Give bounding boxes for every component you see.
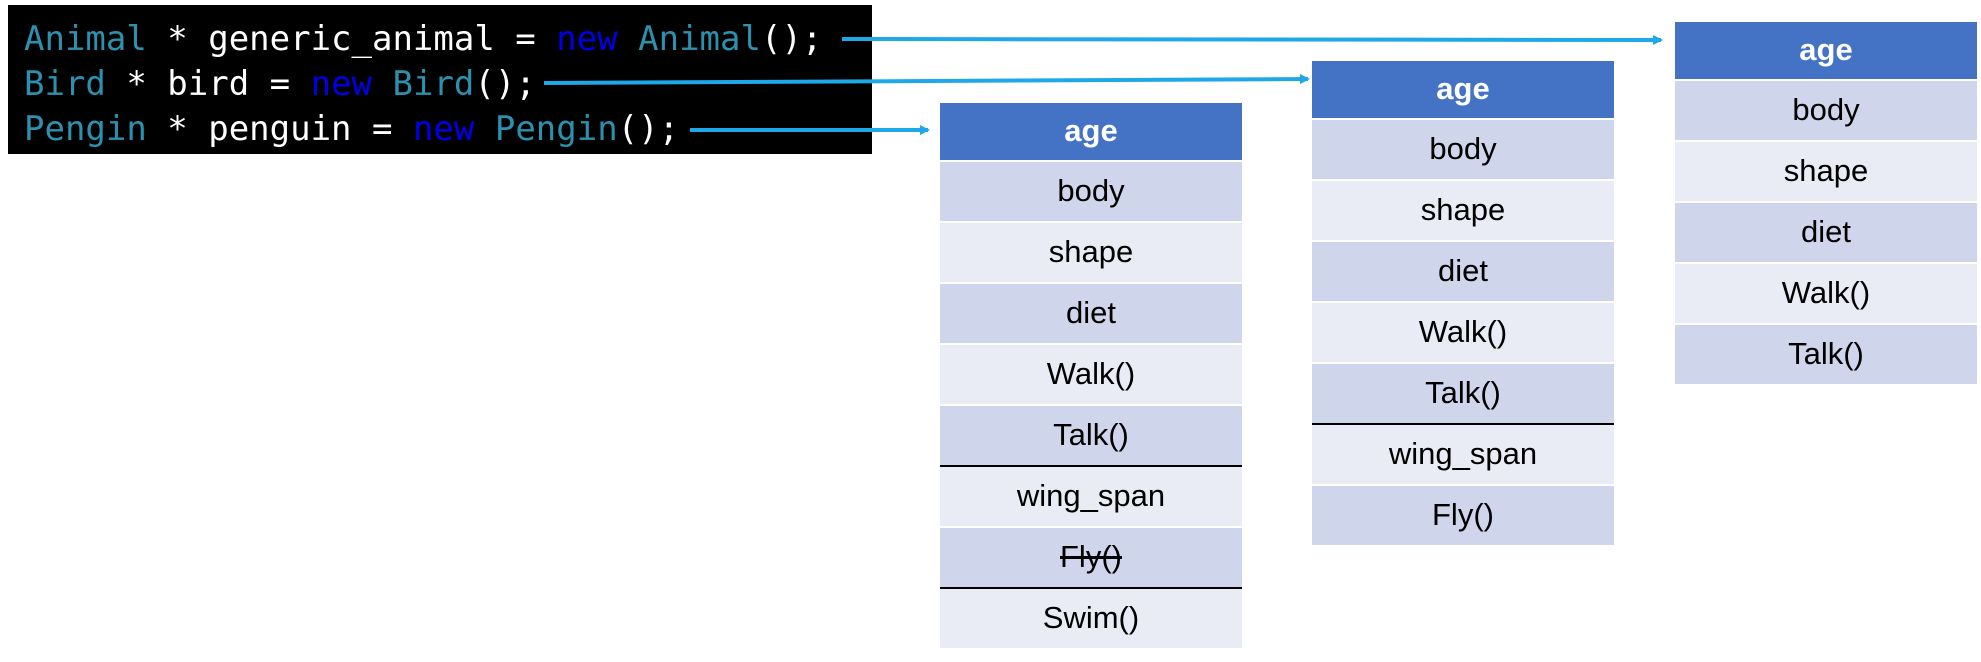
penguin-memory-table: age body shape diet Walk() Talk() wing_s…: [940, 103, 1242, 650]
table-row: diet: [940, 284, 1242, 345]
table-row-struck: Fly(): [940, 528, 1242, 589]
table-row: body: [1675, 81, 1977, 142]
declaration: * penguin =: [146, 109, 413, 149]
table-row: shape: [1675, 142, 1977, 203]
keyword-new: new: [556, 19, 618, 59]
table-row: diet: [1675, 203, 1977, 264]
table-row: Walk(): [1312, 303, 1614, 364]
code-line-penguin: Pengin * penguin = new Pengin();: [24, 107, 872, 152]
table-header: age: [1312, 61, 1614, 120]
table-row: Walk(): [940, 345, 1242, 406]
call-tail: ();: [474, 64, 536, 104]
space: [474, 109, 494, 149]
space: [618, 19, 638, 59]
table-row: Talk(): [940, 406, 1242, 467]
type-name: Bird: [24, 64, 106, 104]
table-row: body: [940, 162, 1242, 223]
table-row: Talk(): [1675, 325, 1977, 386]
table-row: shape: [940, 223, 1242, 284]
arrow-animal: [841, 34, 1663, 45]
table-header: age: [940, 103, 1242, 162]
declaration: * bird =: [105, 64, 311, 104]
code-block: Animal * generic_animal = new Animal(); …: [8, 5, 872, 154]
constructor-name: Animal: [638, 19, 761, 59]
keyword-new: new: [412, 109, 475, 149]
table-row: Walk(): [1675, 264, 1977, 325]
declaration: * generic_animal =: [146, 19, 557, 59]
table-row: wing_span: [940, 467, 1242, 528]
call-tail: ();: [760, 19, 823, 59]
table-row: shape: [1312, 181, 1614, 242]
type-name: Pengin: [24, 109, 147, 149]
code-line-animal: Animal * generic_animal = new Animal();: [24, 17, 872, 62]
table-row: diet: [1312, 242, 1614, 303]
code-line-bird: Bird * bird = new Bird();: [24, 62, 872, 107]
space: [372, 64, 392, 104]
table-row: wing_span: [1312, 425, 1614, 486]
table-row: Talk(): [1312, 364, 1614, 425]
type-name: Animal: [24, 19, 147, 59]
table-header: age: [1675, 22, 1977, 81]
struck-label: Fly(): [1060, 539, 1122, 574]
bird-memory-table: age body shape diet Walk() Talk() wing_s…: [1312, 61, 1614, 547]
table-row: Fly(): [1312, 486, 1614, 547]
table-row: Swim(): [940, 589, 1242, 650]
call-tail: ();: [617, 109, 680, 149]
keyword-new: new: [310, 64, 373, 104]
constructor-name: Pengin: [494, 109, 618, 149]
animal-memory-table: age body shape diet Walk() Talk(): [1675, 22, 1977, 386]
table-row: body: [1312, 120, 1614, 181]
constructor-name: Bird: [392, 64, 475, 104]
